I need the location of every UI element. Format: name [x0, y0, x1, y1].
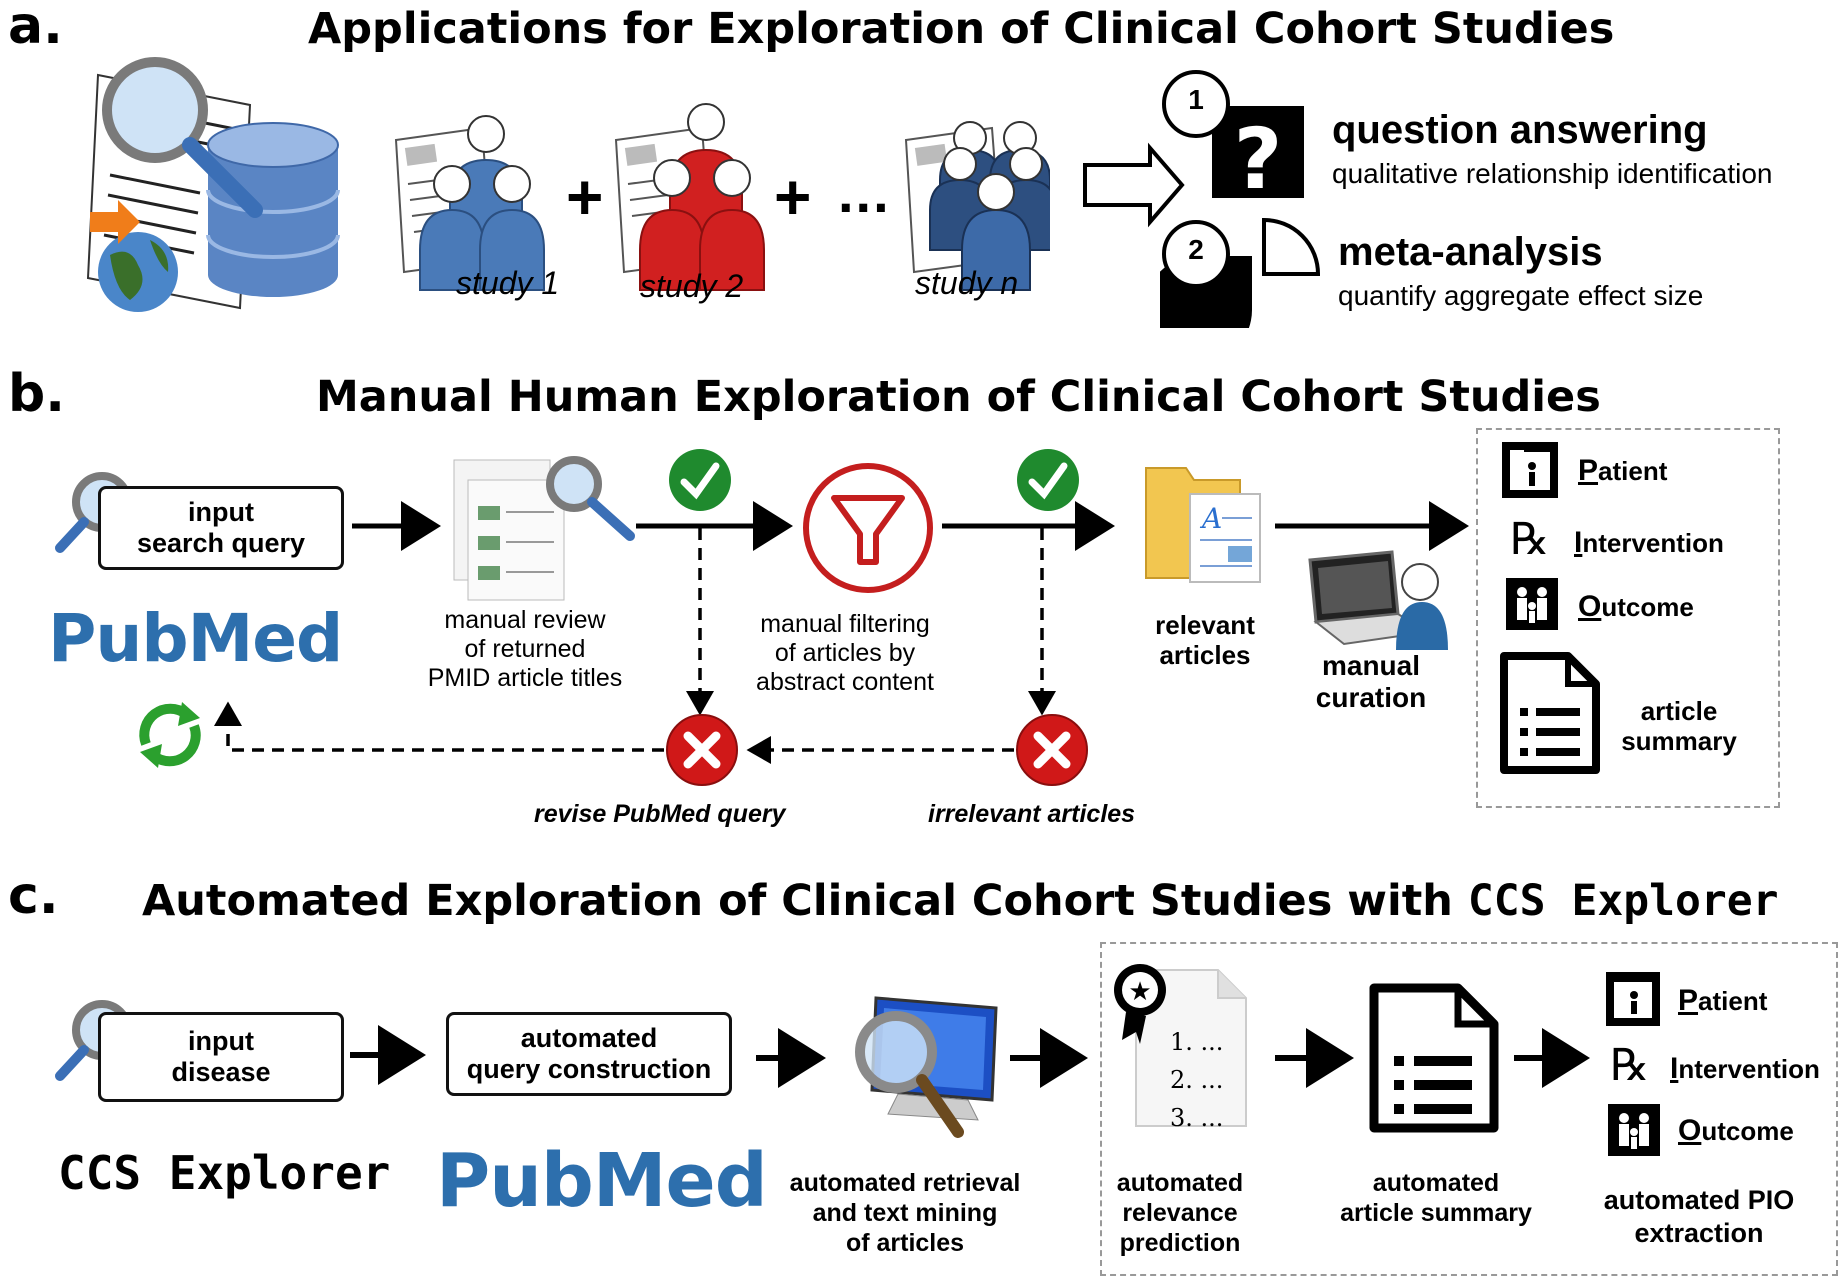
panel-a-letter: a.: [8, 0, 63, 56]
family-icon: [1608, 1104, 1660, 1156]
ellipsis: ...: [838, 161, 891, 224]
folder-icon: A: [1145, 467, 1261, 583]
question-icon: [1212, 106, 1304, 198]
automated-frame: [1100, 942, 1838, 1276]
svg-text:?: ?: [1234, 110, 1283, 208]
manual-filtering-label: manual filtering of articles by abstract…: [756, 610, 934, 696]
pubmed-logo: PubMed: [436, 1138, 768, 1224]
article-summary-label-c: automated article summary: [1340, 1169, 1532, 1227]
checkmark-icon: [1017, 449, 1079, 511]
literature-database-icon: [86, 57, 340, 312]
svg-text:★: ★: [1128, 977, 1151, 1007]
patient-label-b: Patient: [1578, 454, 1668, 487]
rx-icon: ℞: [1510, 514, 1550, 565]
patient-icon: [1606, 972, 1660, 1026]
study-1-icon: [394, 115, 545, 291]
irrelevant-articles-label: irrelevant articles: [928, 800, 1136, 828]
pubmed-logo: PubMed: [48, 600, 343, 677]
outcome-label-c: Outcome: [1678, 1114, 1794, 1147]
database-icon: [206, 122, 340, 297]
outcome-label-b: Outcome: [1578, 590, 1694, 623]
intervention-label-c: Intervention: [1670, 1052, 1820, 1085]
pio-extraction-label: automated PIO extraction: [1603, 1185, 1795, 1248]
study-n-icon: [904, 121, 1050, 291]
magnifier-icon: [102, 57, 263, 218]
outcome-2-number: 2: [1188, 234, 1204, 265]
cross-icon: [1016, 714, 1088, 786]
outcome-2-subtitle: quantify aggregate effect size: [1338, 280, 1704, 311]
study-2-label: study 2: [640, 268, 744, 304]
outcome-icons: ?: [1160, 70, 1320, 328]
ranked-item-2: 2. ...: [1170, 1066, 1224, 1094]
monitor-magnifier-icon: [855, 996, 998, 1138]
plus-sign-1: +: [566, 161, 604, 233]
article-summary-label: article summary: [1621, 696, 1737, 756]
manual-curation-label: manual curation: [1315, 650, 1427, 713]
revise-query-label: revise PubMed query: [534, 800, 786, 828]
outcome-2-title: meta-analysis: [1338, 230, 1603, 274]
outcome-1-subtitle: qualitative relationship identification: [1332, 158, 1773, 189]
big-hollow-arrow: [1083, 142, 1185, 228]
review-pages-icon: [453, 456, 635, 601]
input-disease-box[interactable]: input disease: [98, 1012, 344, 1102]
panel-b-letter: b.: [8, 364, 65, 424]
svg-text:A: A: [1199, 502, 1222, 535]
document-list-icon: [1500, 652, 1600, 774]
ranked-item-1: 1. ...: [1170, 1028, 1224, 1056]
funnel-icon: [803, 463, 933, 593]
panel-a-title: Applications for Exploration of Clinical…: [308, 4, 1615, 54]
pio-frame-manual: [1476, 428, 1780, 808]
rx-icon: ℞: [1610, 1040, 1650, 1091]
number-2-badge: [1162, 220, 1230, 288]
relevance-prediction-label: automated relevance prediction: [1116, 1169, 1244, 1257]
input-search-query-box[interactable]: input search query: [98, 486, 344, 570]
panel-c-letter: c.: [8, 866, 59, 926]
retrieval-label: automated retrieval and text mining of a…: [789, 1169, 1021, 1257]
panel-c-title: Automated Exploration of Clinical Cohort…: [142, 876, 1779, 926]
orange-arrow-icon: [90, 200, 140, 244]
award-document-icon: ★: [1114, 964, 1247, 1127]
cross-icon: [666, 714, 738, 786]
document-list-icon: [1369, 983, 1499, 1133]
manual-review-label: manual review of returned PMID article t…: [427, 606, 623, 692]
study-1-label: study 1: [456, 265, 560, 301]
globe-icon: [98, 232, 178, 312]
family-icon: [1506, 578, 1558, 630]
studies-illustration: [394, 103, 1050, 291]
intervention-label-b: Intervention: [1574, 526, 1724, 559]
refresh-icon: [139, 702, 201, 768]
outcome-1-number: 1: [1188, 84, 1204, 115]
outcome-1-title: question answering: [1332, 108, 1708, 152]
study-n-label: study n: [915, 265, 1019, 301]
query-construction-box: automated query construction: [446, 1012, 732, 1096]
ranked-item-3: 3. ...: [1170, 1104, 1224, 1132]
plus-sign-2: +: [774, 161, 812, 233]
relevant-articles-label: relevant articles: [1155, 610, 1255, 670]
study-2-icon: [614, 103, 765, 291]
checkmark-icon: [669, 449, 731, 511]
patient-label-c: Patient: [1678, 984, 1768, 1017]
panel-b-title: Manual Human Exploration of Clinical Coh…: [316, 372, 1601, 422]
laptop-user-icon: [1308, 550, 1448, 650]
number-1-badge: [1162, 70, 1230, 138]
dashed-return-2: [214, 701, 664, 752]
patient-icon: [1502, 442, 1558, 498]
ccs-explorer-logo: CCS Explorer: [58, 1146, 391, 1200]
